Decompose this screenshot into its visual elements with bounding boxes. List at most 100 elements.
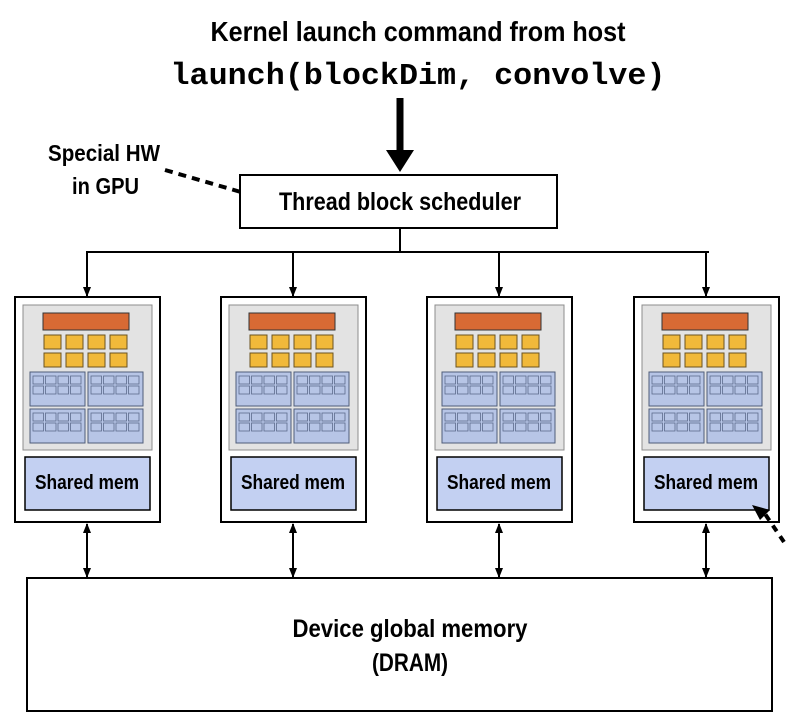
context-cell (469, 412, 481, 422)
context-cell (251, 422, 263, 432)
context-cell (515, 422, 527, 432)
shared-mem-label: Shared mem (35, 472, 139, 494)
fetch-decode-unit (248, 312, 336, 331)
context-cell (276, 385, 288, 395)
context-cell (276, 412, 288, 422)
exec-unit (293, 352, 312, 368)
execution-context (441, 371, 498, 407)
context-cell (457, 375, 469, 385)
context-cell (515, 412, 527, 422)
context-cell (276, 375, 288, 385)
context-cell (469, 385, 481, 395)
exec-unit (662, 334, 681, 350)
context-cell (90, 385, 102, 395)
context-cell (444, 375, 456, 385)
context-cell (321, 412, 333, 422)
exec-unit (499, 352, 518, 368)
exec-unit (87, 334, 106, 350)
context-cell (444, 385, 456, 395)
context-cell (722, 385, 734, 395)
context-cell (263, 385, 275, 395)
context-cell (709, 422, 721, 432)
context-cell (651, 375, 663, 385)
context-cell (32, 385, 44, 395)
context-cell (734, 422, 746, 432)
context-cell (722, 375, 734, 385)
context-cell (689, 385, 701, 395)
sm-core-2: Shared mem (220, 252, 367, 578)
context-cell (70, 375, 82, 385)
context-cell (57, 422, 69, 432)
context-cell (651, 385, 663, 395)
context-cell (709, 375, 721, 385)
context-cell (238, 412, 250, 422)
context-cell (747, 422, 759, 432)
exec-unit (521, 352, 540, 368)
exec-unit (293, 334, 312, 350)
execution-context (441, 408, 498, 444)
sm-core-3: Shared mem (426, 252, 573, 578)
context-cell (334, 412, 346, 422)
context-cell (276, 422, 288, 432)
context-cell (45, 412, 57, 422)
context-cell (70, 385, 82, 395)
execution-context (293, 371, 350, 407)
exec-unit (249, 334, 268, 350)
shared-mem-box (24, 456, 151, 511)
shared-mem-box (436, 456, 563, 511)
exec-unit (315, 352, 334, 368)
shared-mem-label: Shared mem (241, 472, 345, 494)
context-cell (689, 422, 701, 432)
execution-context (499, 371, 556, 407)
context-cell (115, 375, 127, 385)
context-cell (103, 385, 115, 395)
context-cell (90, 412, 102, 422)
context-cell (747, 375, 759, 385)
exec-unit (477, 334, 496, 350)
execution-context (29, 371, 86, 407)
fetch-decode-unit (661, 312, 749, 331)
context-cell (482, 375, 494, 385)
execution-context (648, 371, 705, 407)
context-cell (296, 412, 308, 422)
exec-unit (684, 334, 703, 350)
context-cell (309, 422, 321, 432)
context-cell (32, 412, 44, 422)
exec-unit (455, 352, 474, 368)
exec-unit (43, 334, 62, 350)
execution-context (87, 408, 144, 444)
context-cell (103, 412, 115, 422)
device-global-memory (26, 577, 773, 712)
exec-unit (684, 352, 703, 368)
context-cell (457, 412, 469, 422)
context-cell (747, 385, 759, 395)
context-cell (57, 375, 69, 385)
context-cell (45, 422, 57, 432)
context-cell (296, 385, 308, 395)
context-cell (334, 375, 346, 385)
context-cell (502, 412, 514, 422)
context-cell (482, 422, 494, 432)
context-cell (651, 412, 663, 422)
context-cell (457, 422, 469, 432)
context-cell (527, 412, 539, 422)
context-cell (722, 412, 734, 422)
thread-block-scheduler-label: Thread block scheduler (279, 188, 521, 216)
fetch-decode-unit (454, 312, 542, 331)
context-cell (57, 385, 69, 395)
context-cell (709, 385, 721, 395)
context-cell (90, 422, 102, 432)
context-cell (734, 412, 746, 422)
context-cell (128, 375, 140, 385)
context-cell (540, 412, 552, 422)
context-cell (251, 385, 263, 395)
context-cell (515, 375, 527, 385)
exec-unit (271, 352, 290, 368)
sm-core-4: Shared mem (633, 252, 780, 578)
exec-unit (706, 334, 725, 350)
execution-context (29, 408, 86, 444)
execution-context (235, 371, 292, 407)
thread-block-scheduler (239, 174, 558, 229)
exec-unit (662, 352, 681, 368)
